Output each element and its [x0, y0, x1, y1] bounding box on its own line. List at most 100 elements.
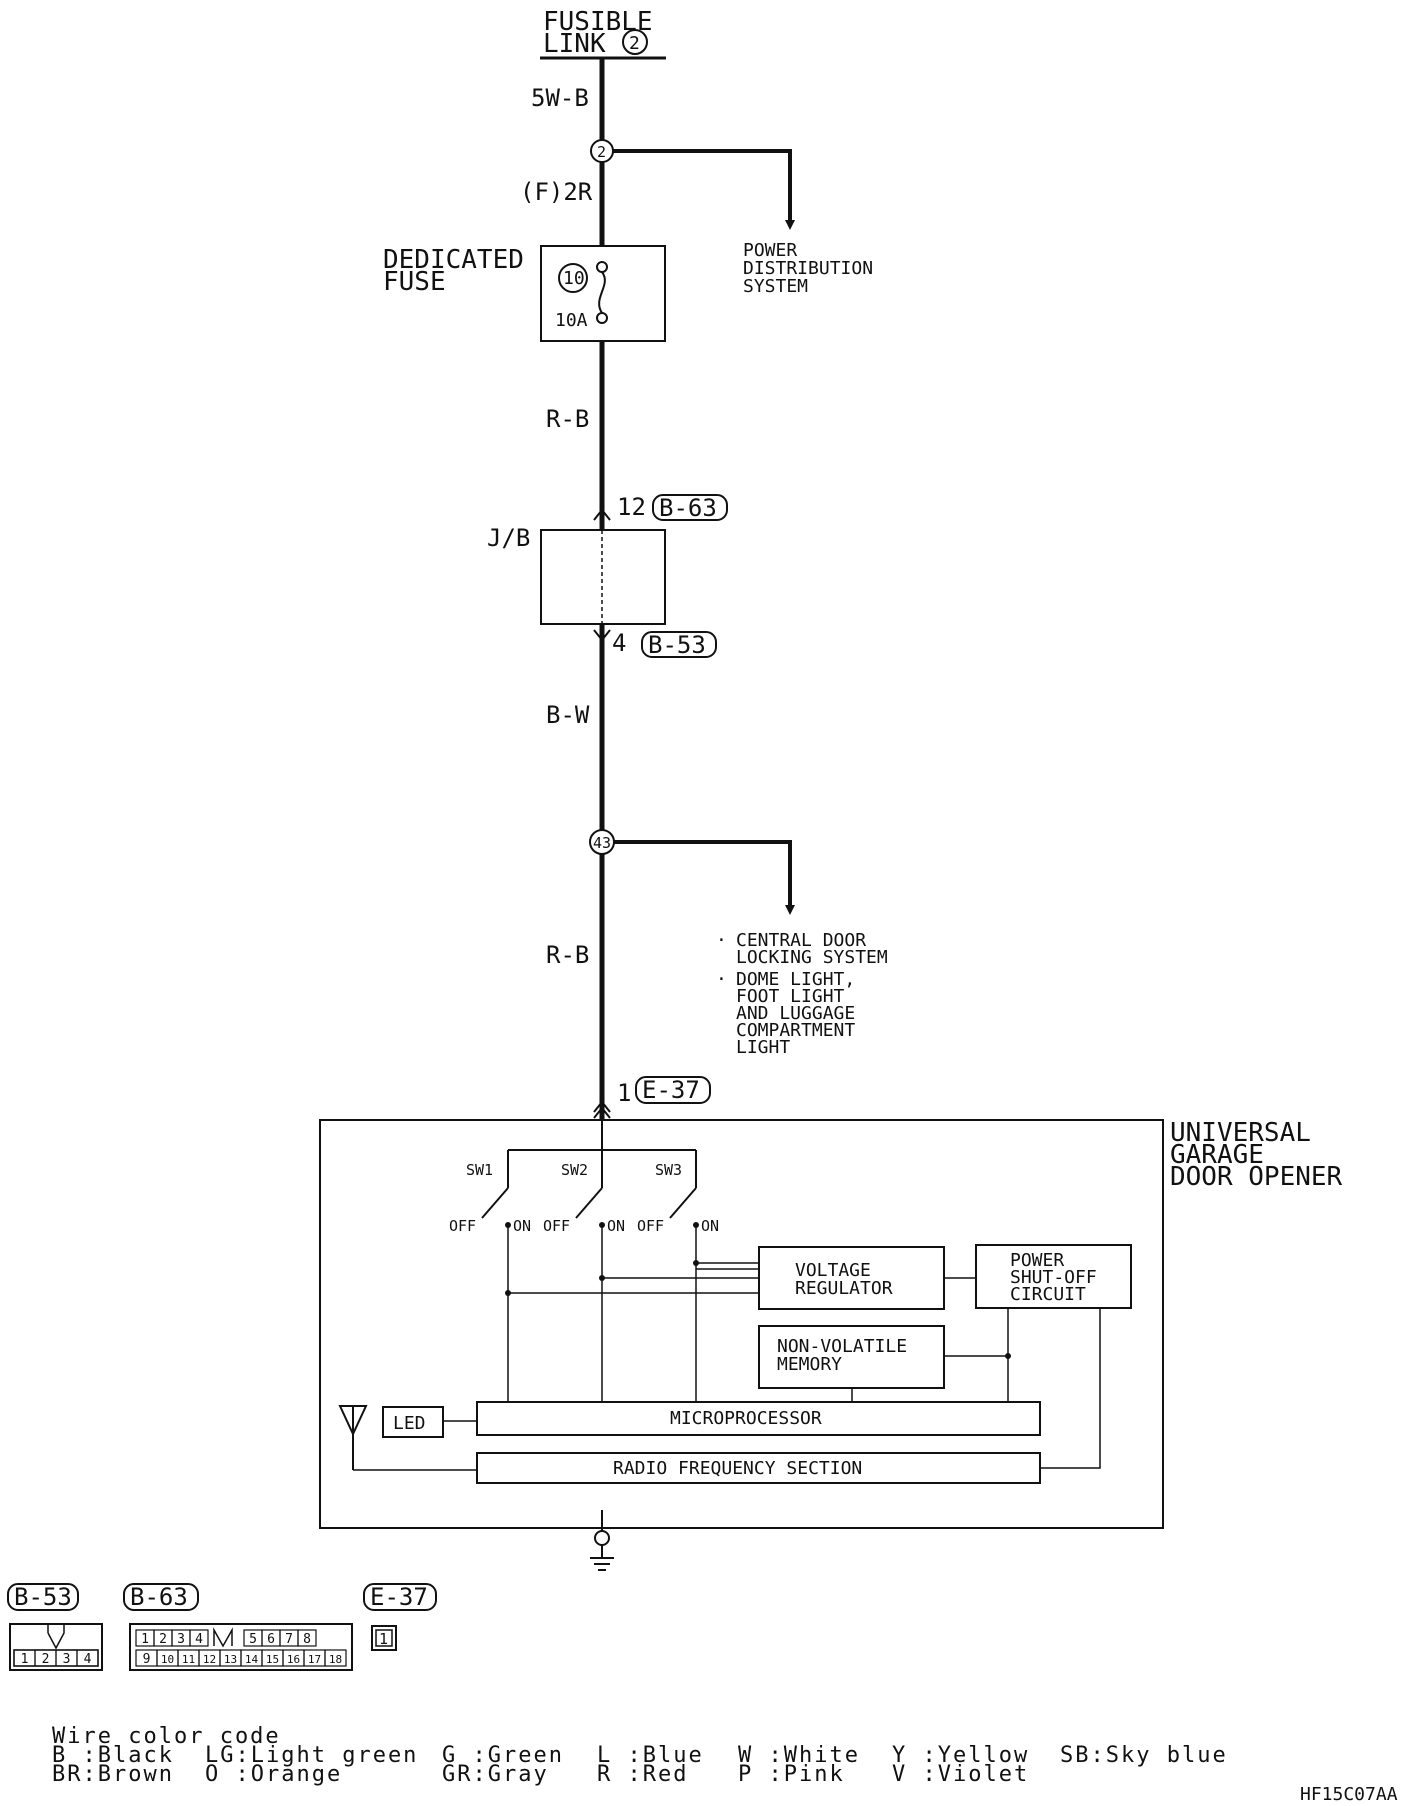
- wire-label-b-w: B-W: [546, 701, 590, 729]
- dedicated-fuse: DEDICATED FUSE 10 10A: [383, 245, 666, 342]
- switch-sw3: SW3 OFF ON: [637, 1150, 719, 1235]
- nv-memory-label-2: MEMORY: [777, 1354, 842, 1375]
- legend-brown: BR:Brown: [52, 1762, 174, 1787]
- power-distribution-label-3: SYSTEM: [743, 276, 808, 297]
- fuse-rating: 10A: [555, 310, 588, 331]
- nv-memory-label-1: NON-VOLATILE: [777, 1336, 907, 1357]
- power-shutoff-label-1: POWER: [1010, 1250, 1064, 1271]
- wire-label-r-b-2: R-B: [546, 941, 589, 969]
- sw2-off: OFF: [543, 1217, 570, 1235]
- power-shutoff-label-2: SHUT-OFF: [1010, 1267, 1097, 1288]
- ground-symbol: [590, 1510, 614, 1571]
- fusible-link: FUSIBLE LINK 2: [540, 7, 666, 60]
- sw2-on: ON: [607, 1217, 625, 1235]
- b63-pin-6: 6: [267, 1632, 275, 1647]
- b63-pin-5: 5: [249, 1632, 257, 1647]
- b63-pin-14: 14: [245, 1653, 259, 1666]
- jb-pin-out: 4: [612, 629, 626, 657]
- legend-yellow: Y :Yellow: [892, 1743, 1029, 1768]
- power-distribution-label-2: DISTRIBUTION: [743, 258, 873, 279]
- fuse-number: 10: [563, 268, 585, 289]
- connector-b-63-name: B-63: [130, 1583, 188, 1611]
- b63-pin-7: 7: [285, 1632, 293, 1647]
- legend-pink: P :Pink: [738, 1762, 845, 1787]
- dome-light-label-2: FOOT LIGHT: [736, 986, 845, 1007]
- wire-label-f-2r: (F)2R: [520, 178, 593, 206]
- connector-e-37-diagram: E-37 1: [363, 1583, 437, 1651]
- rf-section-label: RADIO FREQUENCY SECTION: [613, 1458, 862, 1479]
- sw2-label: SW2: [561, 1161, 588, 1179]
- unit-pin: 1: [617, 1079, 631, 1107]
- voltage-regulator-label-2: REGULATOR: [795, 1278, 893, 1299]
- legend-black: B :Black: [52, 1743, 174, 1768]
- b63-pin-10: 10: [161, 1653, 174, 1666]
- legend-blue: L :Blue: [597, 1743, 704, 1768]
- legend-sky-blue: SB:Sky blue: [1060, 1743, 1228, 1768]
- splice-2: 2 POWER DISTRIBUTION SYSTEM: [590, 139, 873, 297]
- legend-light-green: LG:Light green: [205, 1743, 418, 1768]
- b63-pin-9: 9: [143, 1652, 151, 1667]
- wire-color-legend: Wire color code B :Black LG:Light green …: [52, 1724, 1228, 1787]
- fusible-link-number: 2: [629, 33, 640, 54]
- connector-e-37-name: E-37: [370, 1583, 428, 1611]
- b63-pin-4: 4: [195, 1632, 203, 1647]
- unit-title-1: UNIVERSAL: [1170, 1118, 1311, 1148]
- connector-e-37-tag: E-37: [642, 1076, 700, 1104]
- splice-2-id: 2: [597, 143, 606, 161]
- junction-block: 12 B-63 J/B 4 B-53: [487, 493, 728, 659]
- b63-key-notch: [213, 1627, 233, 1648]
- b53-pin-1: 1: [21, 1652, 29, 1667]
- legend-orange: O :Orange: [205, 1762, 342, 1787]
- universal-garage-door-opener: UNIVERSAL GARAGE DOOR OPENER SW1 OFF ON …: [319, 1118, 1343, 1529]
- figure-code: HF15C07AA: [1300, 1784, 1398, 1805]
- splice-43: 43 · CENTRAL DOOR LOCKING SYSTEM · DOME …: [589, 829, 888, 1058]
- voltage-regulator-label-1: VOLTAGE: [795, 1260, 871, 1281]
- switch-sw2: SW2 OFF ON: [543, 1150, 625, 1235]
- b63-pin-1: 1: [141, 1632, 149, 1647]
- b63-pin-8: 8: [303, 1632, 311, 1647]
- svg-text:·: ·: [716, 969, 727, 990]
- legend-violet: V :Violet: [892, 1762, 1029, 1787]
- legend-title: Wire color code: [52, 1724, 281, 1749]
- jb-pin-in: 12: [617, 493, 646, 521]
- sw1-off: OFF: [449, 1217, 476, 1235]
- power-shutoff-label-3: CIRCUIT: [1010, 1284, 1086, 1305]
- dedicated-fuse-label-1: DEDICATED: [383, 245, 524, 275]
- dome-light-label-1: DOME LIGHT,: [736, 969, 855, 990]
- central-door-label-1: CENTRAL DOOR: [736, 930, 866, 951]
- b63-pin-11: 11: [182, 1653, 195, 1666]
- b53-pin-4: 4: [84, 1652, 92, 1667]
- sw1-on: ON: [513, 1217, 531, 1235]
- switch-sw1: SW1 OFF ON: [449, 1150, 531, 1235]
- dome-light-label-5: LIGHT: [736, 1037, 790, 1058]
- sw3-on: ON: [701, 1217, 719, 1235]
- connector-e-37-entry: 1 E-37: [593, 1076, 711, 1119]
- microprocessor-label: MICROPROCESSOR: [670, 1408, 822, 1429]
- legend-red: R :Red: [597, 1762, 688, 1787]
- wire-label-r-b-1: R-B: [546, 405, 589, 433]
- fusible-link-label-2: LINK: [543, 29, 606, 59]
- splice-43-id: 43: [593, 834, 611, 852]
- connector-b-53-name: B-53: [14, 1583, 72, 1611]
- legend-white: W :White: [738, 1743, 860, 1768]
- sw1-label: SW1: [466, 1161, 493, 1179]
- led-label: LED: [393, 1413, 426, 1434]
- legend-gray: GR:Gray: [442, 1762, 549, 1787]
- b53-pin-3: 3: [63, 1652, 71, 1667]
- b63-pin-16: 16: [287, 1653, 300, 1666]
- b53-pin-2: 2: [42, 1652, 50, 1667]
- svg-text:·: ·: [716, 930, 727, 951]
- connector-e-37-pin-1: 1: [379, 1630, 388, 1648]
- dome-light-label-3: AND LUGGAGE: [736, 1003, 855, 1024]
- unit-title-3: DOOR OPENER: [1170, 1162, 1343, 1192]
- b63-pin-2: 2: [159, 1632, 167, 1647]
- central-door-label-2: LOCKING SYSTEM: [736, 947, 888, 968]
- sw3-label: SW3: [655, 1161, 682, 1179]
- jb-label: J/B: [487, 524, 530, 552]
- sw3-off: OFF: [637, 1217, 664, 1235]
- b63-pin-12: 12: [203, 1653, 216, 1666]
- dedicated-fuse-label-2: FUSE: [383, 267, 446, 297]
